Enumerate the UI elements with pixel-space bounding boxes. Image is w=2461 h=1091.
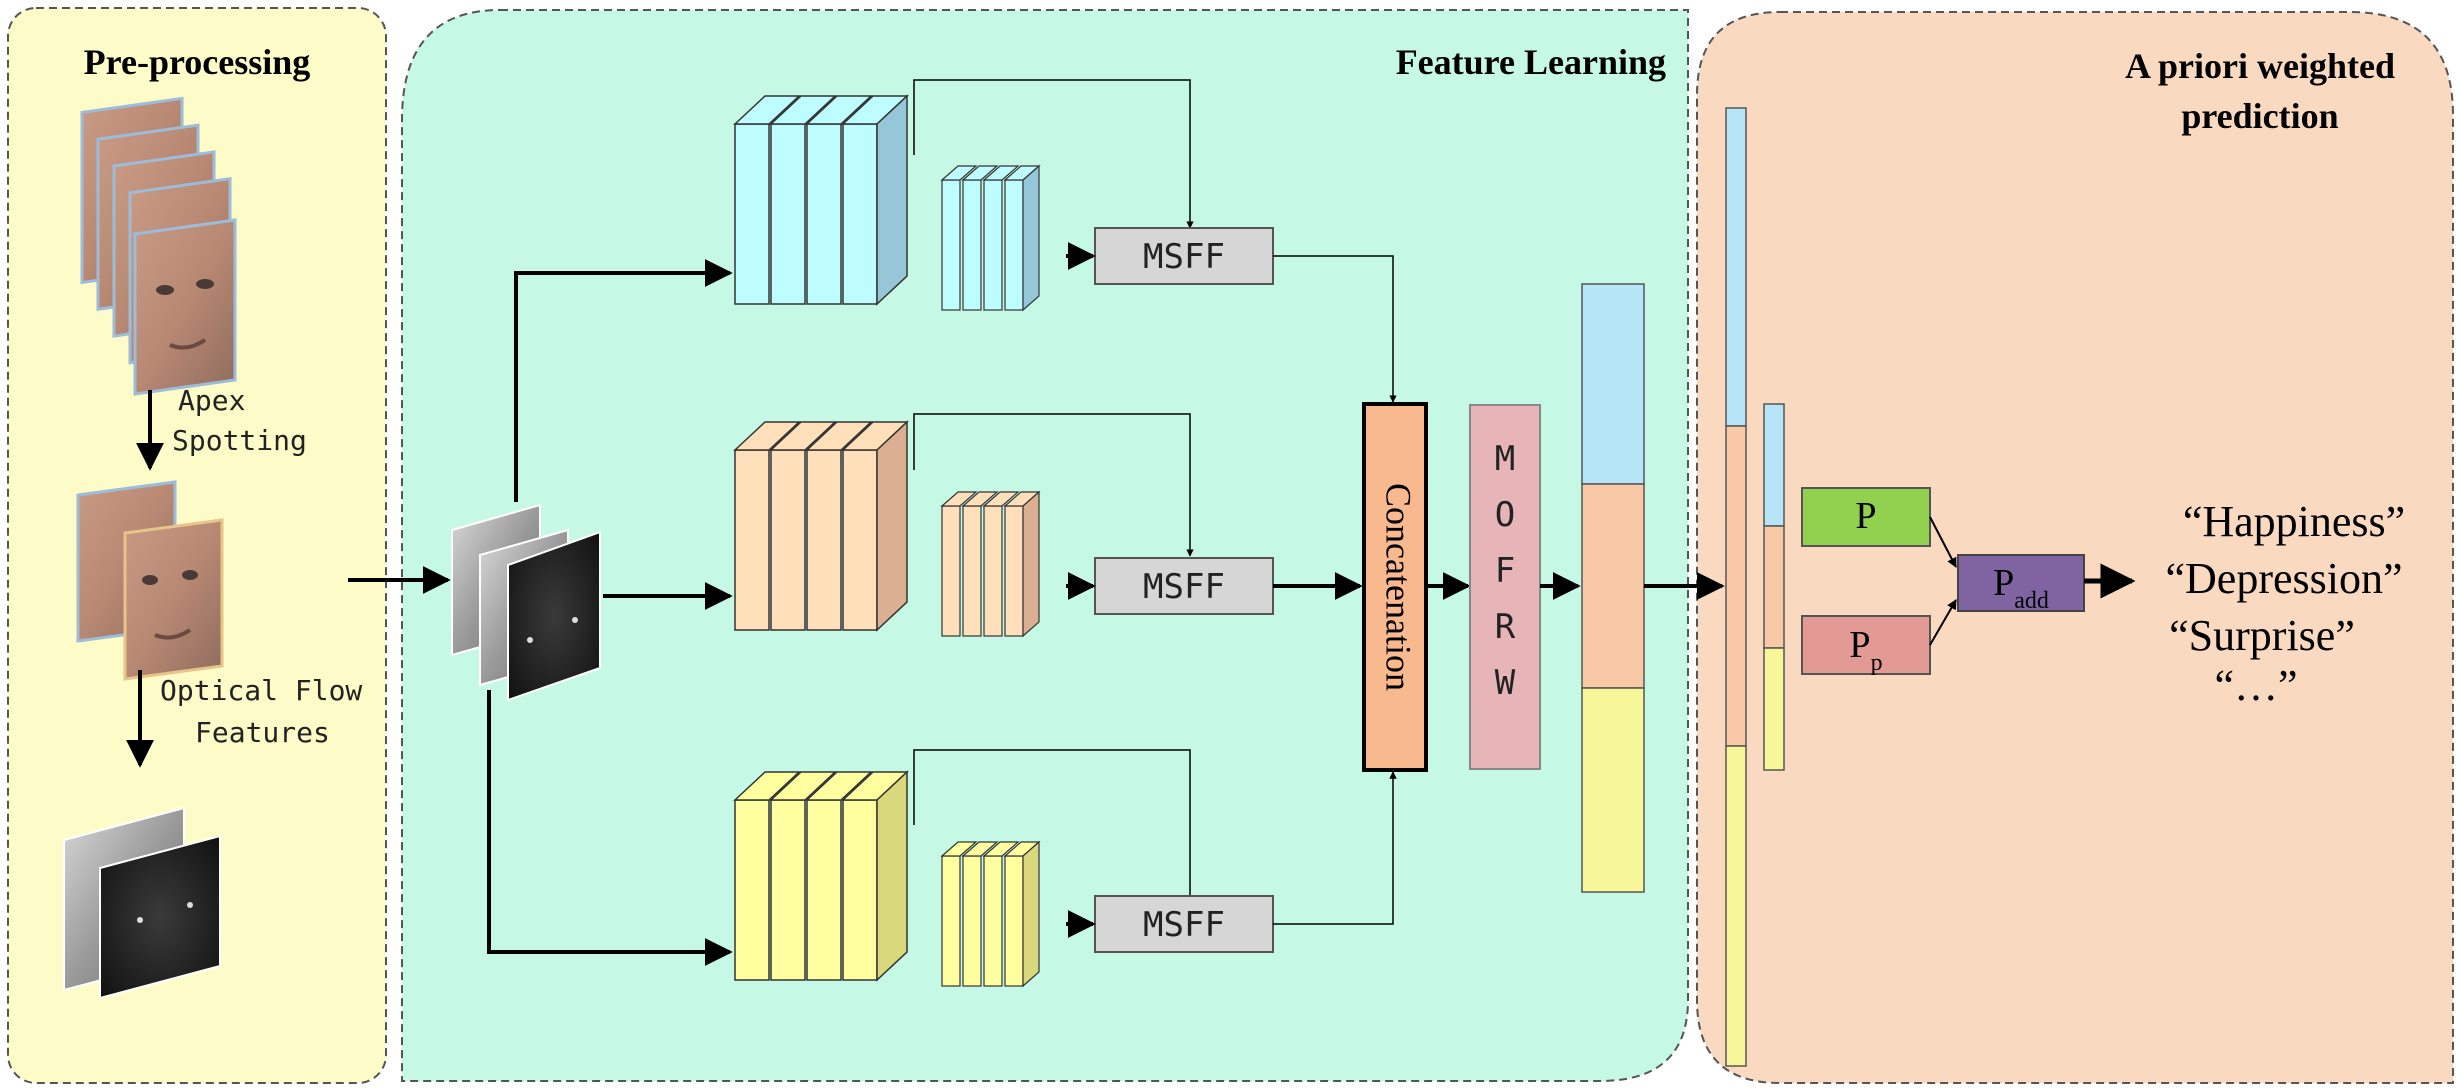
msff-block-bottom: MSFF (1094, 895, 1274, 953)
padd-label: Padd (1993, 562, 2049, 614)
conv-layer-small-top (940, 491, 978, 507)
conv-layer-large-top (805, 421, 873, 451)
conv-layer-large-side (876, 94, 908, 306)
apex-spotting-label-1: Apex (178, 384, 245, 417)
pp-block: Pp (1801, 615, 1931, 676)
branch-bottom (733, 770, 1041, 988)
conv-layer-large (842, 799, 878, 981)
conv-layer-small (1004, 855, 1024, 987)
feature-branches (733, 94, 1041, 988)
padd-block: Padd (1957, 554, 2085, 614)
conv-layer-large (770, 123, 806, 305)
conv-layer-small-side (1022, 164, 1040, 312)
conv-layer-small (941, 855, 961, 987)
conv-layer-small (983, 505, 1003, 637)
conv-layer-large-top (733, 771, 801, 801)
apex-frames (76, 480, 224, 681)
conv-layer-large-top (805, 95, 873, 125)
msff-block-top: MSFF (1094, 227, 1274, 285)
optical-flow-label-2: Features (195, 716, 330, 749)
conv-layer-small-top (961, 841, 999, 857)
conv-layer-small (983, 855, 1003, 987)
msff-label-top: MSFF (1143, 237, 1225, 277)
conv-layer-small-top (982, 841, 1020, 857)
msff-label-middle: MSFF (1143, 567, 1225, 607)
msff-block-middle: MSFF (1094, 557, 1274, 615)
conv-layer-large (734, 799, 770, 981)
conv-layer-small-top (940, 841, 978, 857)
conv-layer-small-top (982, 165, 1020, 181)
conv-layer-large-top (733, 421, 801, 451)
emotion-outputs: “Happiness” “Depression” “Surprise” “…” (2165, 497, 2405, 710)
conv-layer-large (842, 449, 878, 631)
prediction-title-line1: A priori weighted (2125, 46, 2395, 86)
conv-layer-large (734, 123, 770, 305)
conv-layer-large (734, 449, 770, 631)
prediction-title-line2: prediction (2181, 96, 2338, 136)
optical-flow-label-1: Optical Flow (160, 674, 362, 707)
output-label-2: “Depression” (2165, 554, 2402, 603)
conv-layer-small (983, 179, 1003, 311)
conv-layer-small (962, 855, 982, 987)
conv-layer-small-top (982, 491, 1020, 507)
prediction-panel: A priori weighted prediction (1696, 11, 2454, 1084)
output-label-3: “Surprise” (2169, 611, 2355, 660)
conv-layer-large (770, 449, 806, 631)
conv-layer-small-top (940, 165, 978, 181)
concatenation-block: Concatenation (1362, 402, 1428, 772)
output-label-1: “Happiness” (2183, 497, 2405, 546)
preprocessing-title: Pre-processing (84, 42, 311, 82)
conv-layer-small-side (1022, 840, 1040, 988)
branch-top (733, 94, 1041, 312)
conv-layer-large-top (733, 95, 801, 125)
branch-middle (733, 420, 1041, 638)
input-optical-flow (451, 503, 601, 702)
concatenation-label: Concatenation (1379, 483, 1419, 691)
conv-layer-large-top (769, 95, 837, 125)
output-label-4: “…” (2214, 661, 2297, 710)
conv-layer-large-top (769, 771, 837, 801)
conv-layer-large-side (876, 420, 908, 632)
apex-spotting-label-2: Spotting (172, 424, 307, 457)
conv-layer-large (842, 123, 878, 305)
fused-feature-vector (1581, 283, 1645, 893)
p-block: P (1801, 487, 1931, 547)
conv-layer-small (962, 505, 982, 637)
pp-label: Pp (1849, 624, 1882, 676)
conv-layer-small-top (961, 491, 999, 507)
conv-layer-large-side (876, 770, 908, 982)
conv-layer-small (1004, 179, 1024, 311)
conv-layer-small-top (961, 165, 999, 181)
msff-label-bottom: MSFF (1143, 905, 1225, 945)
face-sequence-stack (80, 96, 237, 396)
face-image (133, 218, 237, 396)
conv-layer-large (806, 799, 842, 981)
conv-layer-large (770, 799, 806, 981)
conv-layer-large-top (805, 771, 873, 801)
conv-layer-small (941, 505, 961, 637)
optical-flow-images (63, 806, 221, 1000)
conv-layer-large-top (769, 421, 837, 451)
short-feature-vector (1763, 403, 1785, 771)
conv-layer-large (806, 449, 842, 631)
conv-layer-small (962, 179, 982, 311)
conv-layer-large (806, 123, 842, 305)
long-feature-vector (1725, 107, 1747, 1067)
conv-layer-small-side (1022, 490, 1040, 638)
conv-layer-small (941, 179, 961, 311)
p-label: P (1855, 495, 1876, 537)
feature-learning-title: Feature Learning (1396, 42, 1666, 82)
conv-layer-small (1004, 505, 1024, 637)
